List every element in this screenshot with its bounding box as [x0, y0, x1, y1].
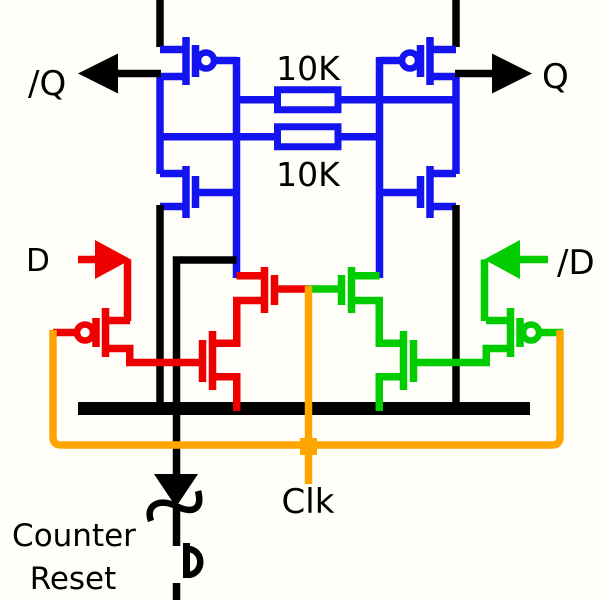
clock-net-orange: [49, 286, 564, 484]
diode-icon: [154, 474, 198, 507]
green-clocked-gate-bubble-icon: [519, 321, 543, 344]
green-clocked-to-gate-wire: [410, 344, 511, 367]
red-clocked-to-gate-wire: [105, 344, 206, 367]
counter-reset-branch: [146, 474, 204, 600]
resistor-top-body: [274, 86, 342, 114]
d-input-section-red: [53, 240, 309, 411]
resistor-bottom-body: [274, 123, 342, 151]
pmos-left: [160, 37, 237, 85]
qbar-arrow-icon: [78, 53, 118, 94]
red-clock-bottom-chain: [214, 296, 262, 347]
label-counter-reset-line1: Counter: [12, 518, 136, 554]
resistor-top: [236, 86, 456, 114]
pmos-right-gate-bubble-icon: [398, 49, 422, 72]
label-d: D: [26, 243, 50, 279]
q-arrow-icon: [492, 53, 532, 94]
pmos-right: [379, 37, 456, 85]
pass-transistor-green-clocked: [410, 308, 563, 367]
nmos-left: [156, 76, 237, 218]
red-clocked-gate-bubble-icon: [73, 321, 97, 344]
pass-transistor-red-clocked: [53, 308, 206, 367]
clk-junction-node: [300, 438, 317, 455]
green-write-source-to-ground: [375, 373, 402, 411]
green-clock-bottom-chain: [354, 296, 402, 347]
output-q: [455, 53, 532, 94]
red-write-source-to-ground: [214, 373, 241, 411]
label-resistor-top: 10K: [276, 49, 341, 88]
ground-network: [78, 205, 530, 476]
latch-core-blue: [156, 37, 460, 278]
clock-transistor-green: [307, 267, 402, 347]
label-counter-reset-line2: Reset: [30, 561, 117, 597]
resistor-bottom: [160, 123, 380, 151]
clock-transistor-red: [214, 267, 309, 347]
write-transistor-green: [375, 331, 418, 411]
label-resistor-bottom: 10K: [276, 155, 341, 194]
write-transistor-red: [198, 331, 241, 411]
label-qbar: /Q: [28, 64, 66, 104]
nmos-right: [379, 76, 460, 218]
label-clk: Clk: [282, 482, 335, 522]
connector-arc-icon: [188, 545, 204, 579]
dbar-arrow-icon: [484, 240, 520, 279]
d-arrow-icon: [95, 240, 131, 279]
label-dbar: /D: [557, 243, 595, 283]
pmos-left-gate-bubble-icon: [194, 49, 218, 72]
labels: /Q Q 10K 10K D /D Clk Counter Reset: [12, 49, 595, 597]
label-q: Q: [542, 57, 569, 97]
dbar-input-section-green: [307, 240, 563, 411]
supply-rails: [156, 0, 460, 47]
output-qbar: [78, 53, 161, 94]
